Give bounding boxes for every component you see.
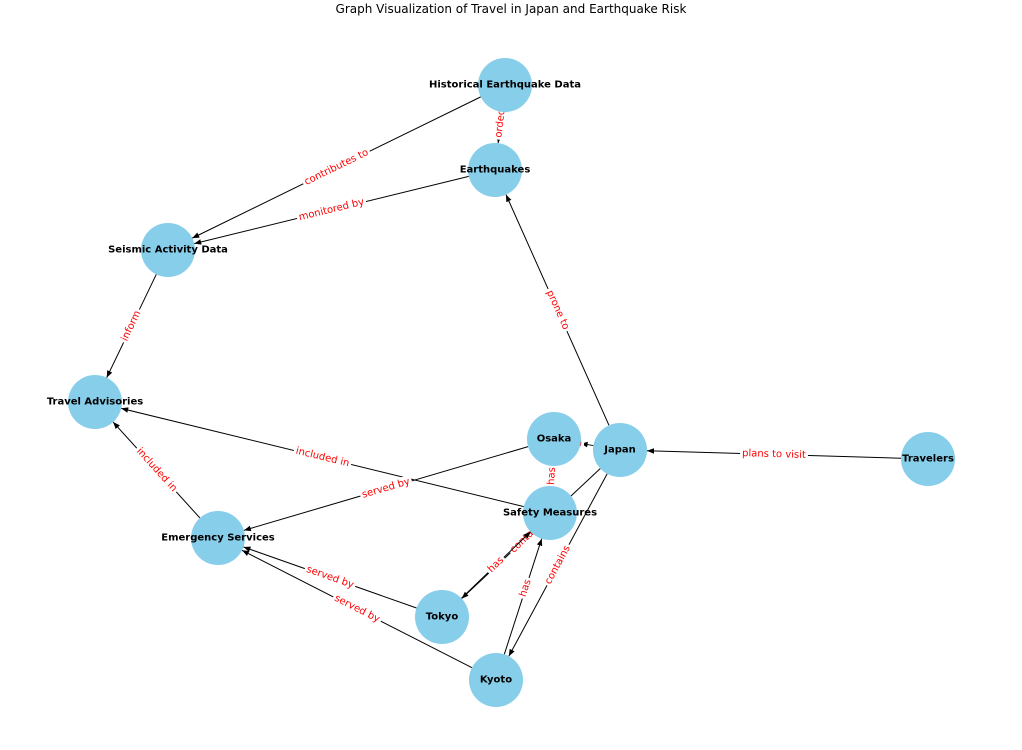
edge-label-text: inform bbox=[120, 309, 144, 343]
edge-label-text: included in bbox=[295, 446, 351, 470]
node-tokyo: Tokyo bbox=[415, 590, 469, 644]
edge-label-background bbox=[292, 444, 353, 471]
edge-label-text: included in bbox=[134, 446, 179, 494]
edge-label-background bbox=[300, 145, 373, 190]
edge-label-has: has bbox=[516, 575, 536, 601]
node-earthquakes: Earthquakes bbox=[460, 143, 531, 197]
edge-label-plans-to-visit: plans to visit bbox=[739, 447, 809, 462]
node-label: Travel Advisories bbox=[47, 397, 143, 408]
node-emergency: Emergency Services bbox=[161, 511, 275, 565]
edge-label-background bbox=[542, 286, 573, 334]
node-travelers: Travelers bbox=[901, 432, 955, 486]
edge-label-orded: orded bbox=[492, 106, 509, 141]
edge-label-served-by: served by bbox=[302, 562, 358, 593]
node-circle bbox=[478, 58, 532, 112]
node-label: Emergency Services bbox=[161, 533, 275, 544]
edge-label-text: has bbox=[546, 467, 558, 485]
node-circle bbox=[527, 412, 581, 466]
node-kyoto: Kyoto bbox=[469, 653, 523, 707]
edge-label-text: contains bbox=[543, 544, 573, 586]
edge-label-contains: contains bbox=[541, 541, 575, 589]
node-circle bbox=[191, 511, 245, 565]
edge-label-background bbox=[131, 443, 182, 497]
node-label: Travelers bbox=[902, 454, 954, 465]
node-label: Earthquakes bbox=[460, 165, 531, 176]
edge-label-monitored-by: monitored by bbox=[295, 195, 368, 225]
edge-label-text: orded bbox=[493, 108, 507, 138]
node-circle bbox=[469, 653, 523, 707]
edge-label-included-in: included in bbox=[292, 444, 353, 471]
node-safety: Safety Measures bbox=[503, 486, 597, 540]
node-label: Kyoto bbox=[480, 675, 512, 686]
edge-safety-to-advisories: included in bbox=[121, 407, 524, 508]
edge-osaka-to-emergency: served by bbox=[243, 446, 529, 532]
node-label: Safety Measures bbox=[503, 508, 597, 519]
node-label: Historical Earthquake Data bbox=[429, 80, 581, 91]
edge-label-background bbox=[492, 106, 509, 141]
node-circle bbox=[68, 375, 122, 429]
nodes-layer: Historical Earthquake DataEarthquakesSei… bbox=[47, 58, 955, 707]
node-osaka: Osaka bbox=[527, 412, 581, 466]
edge-label-served-by: served by bbox=[330, 591, 384, 627]
chart-title: Graph Visualization of Travel in Japan a… bbox=[336, 2, 687, 16]
node-seismic: Seismic Activity Data bbox=[108, 223, 228, 277]
edge-label-background bbox=[358, 474, 414, 503]
edge-label-included-in: included in bbox=[131, 443, 182, 497]
node-circle bbox=[901, 432, 955, 486]
edge-label-has: has bbox=[544, 464, 560, 488]
node-circle bbox=[468, 143, 522, 197]
node-label: Japan bbox=[603, 445, 636, 456]
node-label: Osaka bbox=[537, 434, 572, 445]
edge-label-background bbox=[516, 575, 536, 601]
edge-historical-to-earthquakes: orded bbox=[492, 106, 509, 144]
edge-earthquakes-to-seismic: monitored by bbox=[194, 175, 469, 245]
edge-label-inform: inform bbox=[117, 306, 146, 346]
edge-label-served-by: served by bbox=[358, 474, 414, 503]
edges-layer: contributes to monitored by orded inform pro… bbox=[106, 96, 902, 669]
edge-label-text: plans to visit bbox=[742, 448, 806, 461]
node-label: Seismic Activity Data bbox=[108, 245, 228, 256]
edge-label-text: has bbox=[518, 578, 534, 598]
edge-seismic-to-advisories: inform bbox=[106, 274, 157, 378]
edge-label-background bbox=[483, 552, 509, 578]
edge-osaka-to-safety: has bbox=[544, 464, 560, 488]
edge-label-contributes-to: contributes to bbox=[300, 145, 373, 190]
edge-label-background bbox=[544, 464, 560, 488]
edge-label-background bbox=[295, 195, 368, 225]
node-circle bbox=[415, 590, 469, 644]
edge-tokyo-to-emergency: served by bbox=[243, 546, 417, 609]
edge-label-background bbox=[117, 306, 146, 346]
node-circle bbox=[141, 223, 195, 277]
node-historical: Historical Earthquake Data bbox=[429, 58, 581, 112]
edge-japan-to-earthquakes: prone to bbox=[505, 194, 610, 426]
edge-label-background bbox=[302, 562, 358, 593]
edge-label-text: contributes to bbox=[303, 147, 371, 188]
edge-label-prone-to: prone to bbox=[542, 286, 573, 334]
node-advisories: Travel Advisories bbox=[47, 375, 143, 429]
edge-kyoto-to-safety: has bbox=[503, 538, 543, 655]
node-japan: Japan bbox=[593, 423, 647, 477]
edge-label-background bbox=[330, 591, 384, 627]
edge-label-background bbox=[739, 447, 809, 462]
node-circle bbox=[523, 486, 577, 540]
edge-label-text: served by bbox=[333, 593, 382, 625]
edge-travelers-to-japan: plans to visit bbox=[646, 447, 902, 462]
edge-label-text: served by bbox=[361, 476, 412, 501]
edge-emergency-to-advisories: included in bbox=[112, 421, 201, 519]
edge-label-background bbox=[541, 541, 575, 589]
node-circle bbox=[593, 423, 647, 477]
node-label: Tokyo bbox=[426, 612, 459, 623]
edge-historical-to-seismic: contributes to bbox=[192, 96, 481, 239]
